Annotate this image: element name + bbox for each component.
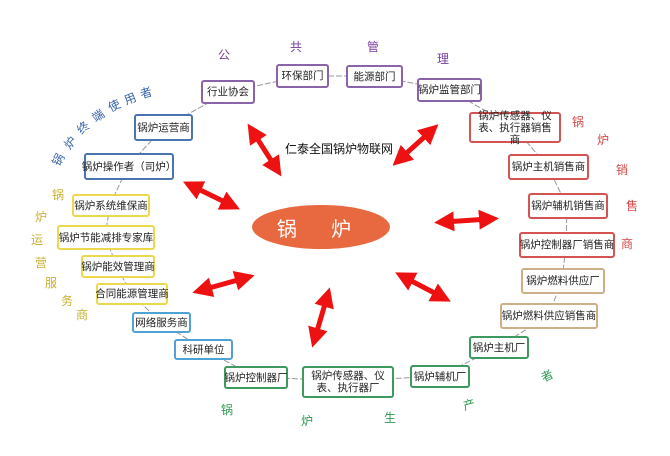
arrow-e <box>434 209 499 232</box>
arrow-se <box>395 272 451 302</box>
node-controller-sellers: 锅炉控制器厂销售商 <box>519 232 615 258</box>
node-network-provider: 网络服务商 <box>132 312 191 333</box>
double-arrows <box>183 123 499 348</box>
node-operator: 锅炉操作者（司炉） <box>82 153 176 180</box>
group-label-public: 公 <box>218 48 231 62</box>
group-label-service: 营 <box>35 256 48 270</box>
group-label-public: 理 <box>437 52 450 66</box>
group-label-service: 运 <box>31 233 44 247</box>
group-label-sales: 炉 <box>597 133 610 147</box>
arrow-ne <box>392 124 439 166</box>
node-sensor-factory: 锅炉传感器、仪表、执行器厂 <box>302 366 394 398</box>
group-label-producers: 生 <box>384 411 397 425</box>
group-label-producers: 炉 <box>301 414 314 428</box>
node-aux-sellers: 锅炉辅机销售商 <box>528 193 608 219</box>
group-label-service: 炉 <box>35 210 48 224</box>
node-fuel-supplier: 锅炉燃料供应厂 <box>521 268 605 294</box>
node-main-unit-factory: 锅炉主机厂 <box>469 336 529 359</box>
arrow-nw <box>247 123 282 177</box>
arrow-w-upper <box>183 181 240 210</box>
node-boiler-operator-company: 锅炉运营商 <box>134 114 193 141</box>
group-label-producers: 锅 <box>221 403 234 417</box>
group-label-sales: 销 <box>616 163 629 177</box>
arrow-s <box>308 287 334 348</box>
group-label-sales: 商 <box>621 237 634 251</box>
node-main-unit-sellers: 锅炉主机销售商 <box>508 154 589 180</box>
node-contract-energy: 合同能源管理商 <box>95 283 169 305</box>
node-environment-dept: 环保部门 <box>276 64 329 88</box>
group-label-sales: 锅 <box>572 115 585 129</box>
group-label-service: 服 <box>45 276 58 290</box>
node-supervision-dept: 锅炉监管部门 <box>417 78 482 102</box>
group-label-service: 锅 <box>52 188 65 202</box>
node-industry-association: 行业协会 <box>201 80 255 104</box>
node-aux-factory: 锅炉辅机厂 <box>410 365 470 388</box>
group-label-service: 商 <box>76 308 89 322</box>
boiler-core-ellipse: 锅 炉 <box>252 205 390 249</box>
node-efficiency-mgmt: 锅炉能效管理商 <box>81 255 155 278</box>
node-fuel-sellers: 锅炉燃料供应销售商 <box>500 303 598 329</box>
group-label-sales: 售 <box>626 199 639 213</box>
arrow-w-lower <box>192 271 255 297</box>
group-label-public: 管 <box>367 40 380 54</box>
node-controller-factory: 锅炉控制器厂 <box>224 366 288 389</box>
node-expert-pool: 锅炉节能减排专家库 <box>57 225 155 250</box>
group-label-public: 共 <box>290 40 303 54</box>
node-sensor-sellers: 锅炉传感器、仪表、执行器销售商 <box>469 110 561 146</box>
node-research-unit: 科研单位 <box>174 339 233 360</box>
node-maintenance: 锅炉系统维保商 <box>72 194 150 217</box>
node-energy-dept: 能源部门 <box>346 65 403 88</box>
group-label-service: 务 <box>61 294 74 308</box>
network-title: 仁泰全国锅炉物联网 <box>285 142 394 156</box>
